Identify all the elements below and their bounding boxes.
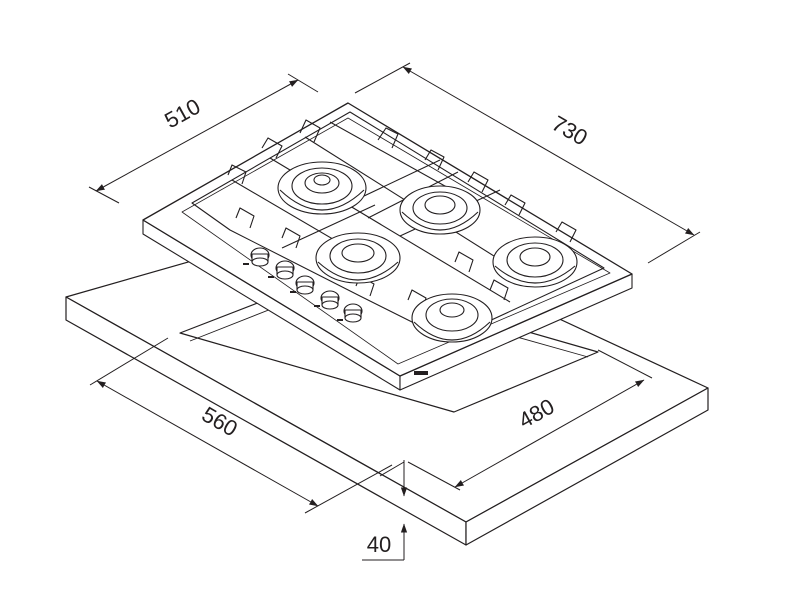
brand-badge bbox=[414, 371, 428, 375]
dimension-730-label: 730 bbox=[548, 110, 592, 150]
burner-rear-left bbox=[277, 161, 367, 215]
dimension-510-label: 510 bbox=[160, 94, 204, 134]
dimension-lines bbox=[88, 62, 701, 561]
control-knob bbox=[295, 275, 315, 295]
dimension-510-arrow bbox=[95, 79, 299, 192]
control-knob bbox=[320, 290, 340, 310]
burner-front-right bbox=[411, 293, 493, 343]
control-knob bbox=[343, 303, 363, 323]
control-knob bbox=[275, 260, 295, 280]
dimension-40-label: 40 bbox=[367, 532, 391, 557]
burner-front-left bbox=[315, 232, 401, 284]
dimension-480-arrow bbox=[454, 379, 645, 488]
burner-side-right bbox=[492, 236, 578, 288]
control-knobs bbox=[250, 247, 363, 323]
burner-rear-right bbox=[399, 185, 481, 235]
control-knob bbox=[250, 247, 270, 267]
dimension-560-arrow bbox=[96, 380, 319, 507]
dimension-730-arrow bbox=[402, 66, 695, 236]
